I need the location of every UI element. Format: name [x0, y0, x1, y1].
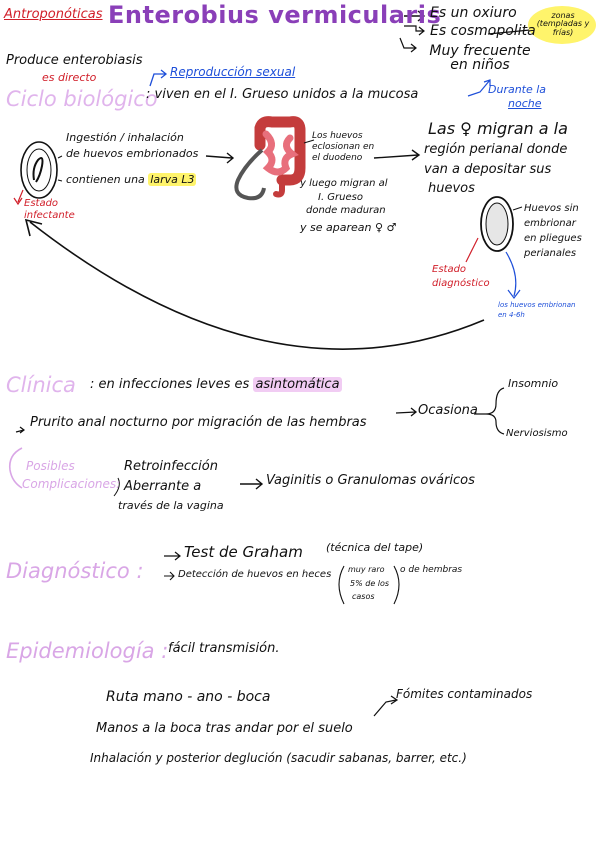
ingestion-line2: de huevos embrionados [66, 147, 199, 160]
note-oxiuro: Es un oxiuro [430, 5, 517, 21]
reproduction-label: Reproducción sexual [170, 65, 296, 79]
or-text: o de hembras [400, 565, 463, 575]
females-line1: Las ♀ migran a la [428, 119, 568, 138]
larva-highlight: larva L3 [148, 173, 197, 186]
easy-transmission-text: fácil transmisión. [168, 641, 280, 656]
night-line2: noche [508, 97, 542, 110]
zonas-badge: zonas (templadas y frías) [536, 11, 590, 37]
diagnostico-heading: Diagnóstico : [6, 559, 144, 583]
larva-prefix: contienen una [66, 173, 145, 186]
manos-text: Manos a la boca tras andar por el suelo [96, 721, 353, 736]
hatch-line1: Los huevos [312, 131, 363, 141]
complications-heading-line1: Posibles [26, 459, 75, 473]
note-frecuente: Muy frecuente en niños [429, 43, 531, 73]
prurito-text: Prurito anal nocturno por migración de l… [30, 415, 367, 430]
direct-label: es directo [42, 71, 97, 84]
eggs-line4: perianales [524, 248, 577, 259]
page-title: Enterobius vermicularis [108, 1, 442, 29]
detection-text: Detección de huevos en heces [178, 569, 332, 580]
topic-label: Antroponóticas [4, 7, 103, 22]
tape-text: (técnica del tape) [326, 541, 424, 554]
inhalacion-text: Inhalación y posterior deglución (sacudi… [90, 751, 467, 765]
egg-perianal-icon [480, 196, 514, 252]
eggs-line1: Huevos sin [524, 203, 579, 214]
aberrant-line2: través de la vagina [118, 499, 224, 512]
fomites-text: Fómites contaminados [396, 687, 533, 701]
eggs-line2: embrionar [524, 218, 576, 229]
ciclo-heading: Ciclo biológico [6, 87, 158, 111]
clinica-line: : en infecciones leves es asintomática [90, 377, 342, 392]
aberrant-line1: Aberrante a [124, 479, 202, 494]
females-line2: región perianal donde [424, 142, 568, 157]
eggs-line3: en pliegues [524, 233, 582, 244]
migrate-line2: I. Grueso [318, 192, 363, 203]
zonas-badge-shape [528, 6, 596, 44]
mate-line: y se aparean ♀ ♂ [300, 221, 397, 234]
embryonate-line2: en 4-6h [498, 311, 525, 319]
hatch-line3: el duodeno [312, 153, 363, 163]
asintomatica-highlight: asintomática [253, 377, 342, 392]
nerviosismo-text: Nerviosismo [506, 428, 568, 439]
clinica-prefix: : en infecciones leves es [90, 377, 250, 392]
night-line1: Durante la [488, 83, 547, 96]
insomnio-text: Insomnio [508, 377, 559, 390]
epidemiologia-heading: Epidemiología : [6, 639, 169, 663]
females-line3: van a depositar sus [424, 162, 552, 177]
graham-text: Test de Graham [184, 543, 303, 561]
embryonate-line1: los huevos embrionan [498, 301, 576, 309]
migrate-line3: donde maduran [306, 205, 386, 216]
rare-line3: casos [352, 592, 375, 601]
rare-line1: muy raro [348, 565, 385, 574]
diag-state-line1: Estado [432, 264, 467, 275]
ingestion-line1: Ingestión / inhalación [66, 131, 184, 144]
complications-heading-line2: Complicaciones: [22, 477, 121, 491]
clinica-heading: Clínica [6, 373, 76, 397]
habitat-text: : viven en el I. Grueso unidos a la muco… [146, 87, 419, 102]
ocasiona-text: Ocasiona [418, 403, 478, 418]
infective-state-line1: Estado [24, 198, 59, 209]
retro-text: Retroinfección [124, 459, 218, 474]
ruta-text: Ruta mano - ano - boca [106, 689, 271, 705]
note-cosmopolita: Es cosmopolita [430, 23, 536, 39]
hatch-line2: eclosionan en [312, 142, 375, 152]
migrate-line1: y luego migran al [300, 178, 388, 189]
intestine-icon [234, 116, 306, 201]
produce-label: Produce enterobiasis [6, 53, 143, 68]
larva-line: contienen una larva L3 [66, 173, 197, 186]
females-line4: huevos [428, 181, 475, 196]
rare-line2: 5% de los [350, 579, 390, 588]
diag-state-line2: diagnóstico [432, 278, 490, 289]
vaginitis-text: Vaginitis o Granulomas ováricos [266, 473, 475, 488]
infective-state-line2: infectante [24, 210, 75, 221]
egg-ingestion-icon [20, 141, 58, 199]
